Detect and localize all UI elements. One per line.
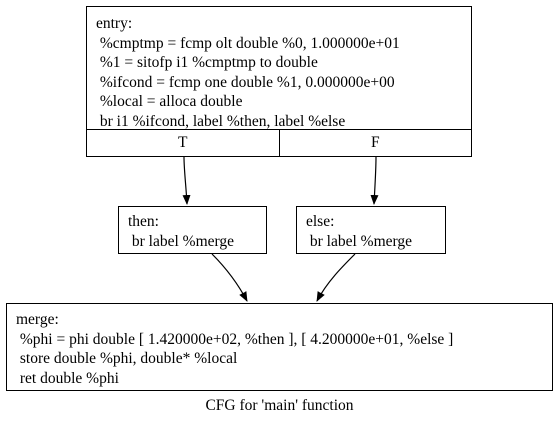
then-label: then: — [128, 213, 159, 230]
else-label: else: — [306, 213, 335, 230]
edge-then-to-merge — [211, 253, 248, 302]
edge-else-to-merge — [316, 253, 356, 302]
merge-instruction: ret double %phi — [16, 369, 119, 387]
then-instruction: br label %merge — [128, 232, 235, 250]
then-block-body: then: br label %merge — [128, 212, 234, 251]
merge-instruction: store double %phi, double* %local — [16, 350, 238, 367]
false-branch-port: F — [278, 130, 472, 156]
entry-instruction: br i1 %ifcond, label %then, label %else — [96, 112, 346, 130]
entry-block-node: entry: %cmptmp = fcmp olt double %0, 1.0… — [86, 6, 472, 157]
graph-caption: CFG for 'main' function — [205, 397, 354, 414]
edge-entry-false-to-else — [370, 156, 379, 205]
entry-instruction: %cmptmp = fcmp olt double %0, 1.000000e+… — [96, 34, 400, 52]
merge-block-body: merge: %phi = phi double [ 1.420000e+02,… — [16, 310, 453, 388]
true-branch-port: T — [178, 134, 188, 151]
entry-instruction: %ifcond = fcmp one double %1, 0.000000e+… — [96, 73, 395, 91]
entry-branch-ports: T F — [87, 129, 471, 156]
then-block-node: then: br label %merge — [118, 206, 267, 254]
merge-block-node: merge: %phi = phi double [ 1.420000e+02,… — [6, 303, 553, 391]
entry-label: entry: — [96, 15, 133, 32]
merge-instruction: %phi = phi double [ 1.420000e+02, %then … — [16, 330, 454, 348]
merge-label: merge: — [16, 311, 59, 328]
else-block-body: else: br label %merge — [306, 212, 412, 251]
entry-instruction: %local = alloca double — [96, 93, 243, 110]
else-instruction: br label %merge — [306, 232, 413, 250]
edge-entry-true-to-then — [182, 156, 191, 205]
entry-block-body: entry: %cmptmp = fcmp olt double %0, 1.0… — [96, 14, 400, 131]
entry-instruction: %1 = sitofp i1 %cmptmp to double — [96, 54, 318, 71]
else-block-node: else: br label %merge — [296, 206, 446, 254]
